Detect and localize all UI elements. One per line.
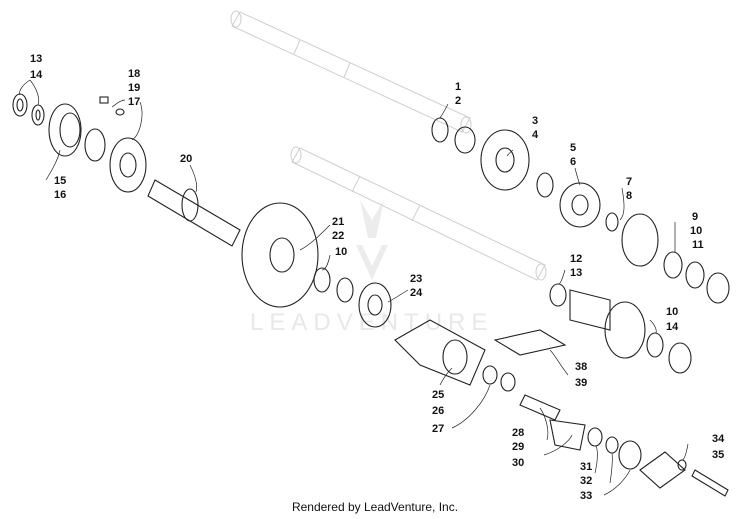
- callout-27: 25: [432, 389, 444, 401]
- callout-10b: 10: [690, 225, 702, 237]
- callout-8: 8: [626, 190, 632, 202]
- callout-39: 39: [575, 377, 587, 389]
- part-38-39-sensor: [493, 329, 567, 356]
- leader-lines: [19, 79, 689, 496]
- upper-shaft-ghost: [230, 10, 472, 134]
- callout-33: 31: [580, 461, 592, 473]
- callout-23: 21: [332, 216, 344, 228]
- part-28-29-seal: [482, 365, 516, 392]
- part-20-21-screw: [99, 96, 125, 116]
- callout-24: 22: [332, 230, 344, 242]
- callout-10a: 10: [335, 246, 347, 258]
- part-23-24-drive-gear: [241, 202, 319, 308]
- part-36-37-bolt: [677, 459, 729, 497]
- callout-10c: 10: [666, 306, 678, 318]
- part-12-13-gear: [549, 283, 611, 331]
- callout-13: 13: [570, 267, 582, 279]
- part-35-cover: [639, 451, 686, 489]
- part-15-16-washer: [12, 93, 28, 117]
- callout-26: 24: [410, 287, 423, 299]
- callout-28: 26: [432, 405, 444, 417]
- callout-3: 3: [532, 115, 538, 127]
- callout-21: 19: [128, 82, 140, 94]
- part-15-16-washer-2: [31, 104, 45, 126]
- part-3-4-gear: [480, 129, 530, 191]
- callout-labels: 13 14 18 19 17 15 16 20 21 22 10 23 24 2…: [30, 53, 725, 502]
- watermark-logo: [356, 200, 388, 280]
- callout-5: 5: [570, 142, 576, 154]
- part-1-2-ring: [431, 117, 476, 154]
- callout-2: 2: [455, 95, 461, 107]
- part-32-washer: [587, 427, 603, 447]
- watermark-text: LEADVENTURE: [250, 309, 493, 336]
- callout-12: 12: [570, 253, 582, 265]
- footer-credit: Rendered by LeadVenture, Inc.: [291, 500, 459, 514]
- part-10-14-gear-bearing: [604, 301, 692, 374]
- callout-36: 34: [712, 433, 725, 445]
- part-24-10-washers: [313, 267, 354, 303]
- callout-9: 9: [692, 211, 698, 223]
- part-4-clip: [536, 172, 554, 198]
- callout-6: 6: [570, 156, 576, 168]
- callout-7: 7: [626, 176, 632, 188]
- callout-11: 11: [692, 239, 704, 251]
- part-31-impeller: [549, 419, 586, 451]
- lower-shaft-ghost: [290, 146, 547, 281]
- callout-38: 38: [575, 361, 587, 373]
- part-25-26-bearing: [358, 282, 392, 328]
- callout-19: 17: [128, 96, 140, 108]
- callout-25: 23: [410, 273, 422, 285]
- callout-30: 28: [512, 427, 524, 439]
- callout-34: 32: [580, 475, 592, 487]
- callout-22: 20: [180, 153, 192, 165]
- part-17-18-gear: [48, 103, 82, 157]
- part-9-11-bearing: [663, 251, 730, 304]
- callout-32: 30: [512, 457, 524, 469]
- callout-16: 14: [30, 69, 43, 81]
- callout-31: 29: [512, 441, 524, 453]
- callout-17: 15: [54, 175, 66, 187]
- part-34-oring: [618, 440, 642, 470]
- callout-20: 18: [128, 68, 140, 80]
- callout-29: 27: [432, 423, 444, 435]
- part-19-bearing: [84, 128, 147, 193]
- part-7-8-gear: [605, 212, 659, 267]
- part-33-seal: [605, 436, 619, 454]
- part-5-6-collar: [559, 182, 601, 228]
- callout-4: 4: [532, 129, 539, 141]
- part-30-shaft: [519, 394, 561, 421]
- callout-1: 1: [455, 81, 461, 93]
- part-27-housing: [394, 319, 486, 386]
- part-22-shaft: [147, 179, 241, 247]
- callout-14: 14: [666, 321, 679, 333]
- callout-37: 35: [712, 449, 724, 461]
- callout-35: 33: [580, 490, 592, 502]
- callout-18: 16: [54, 189, 66, 201]
- callout-15: 13: [30, 53, 42, 65]
